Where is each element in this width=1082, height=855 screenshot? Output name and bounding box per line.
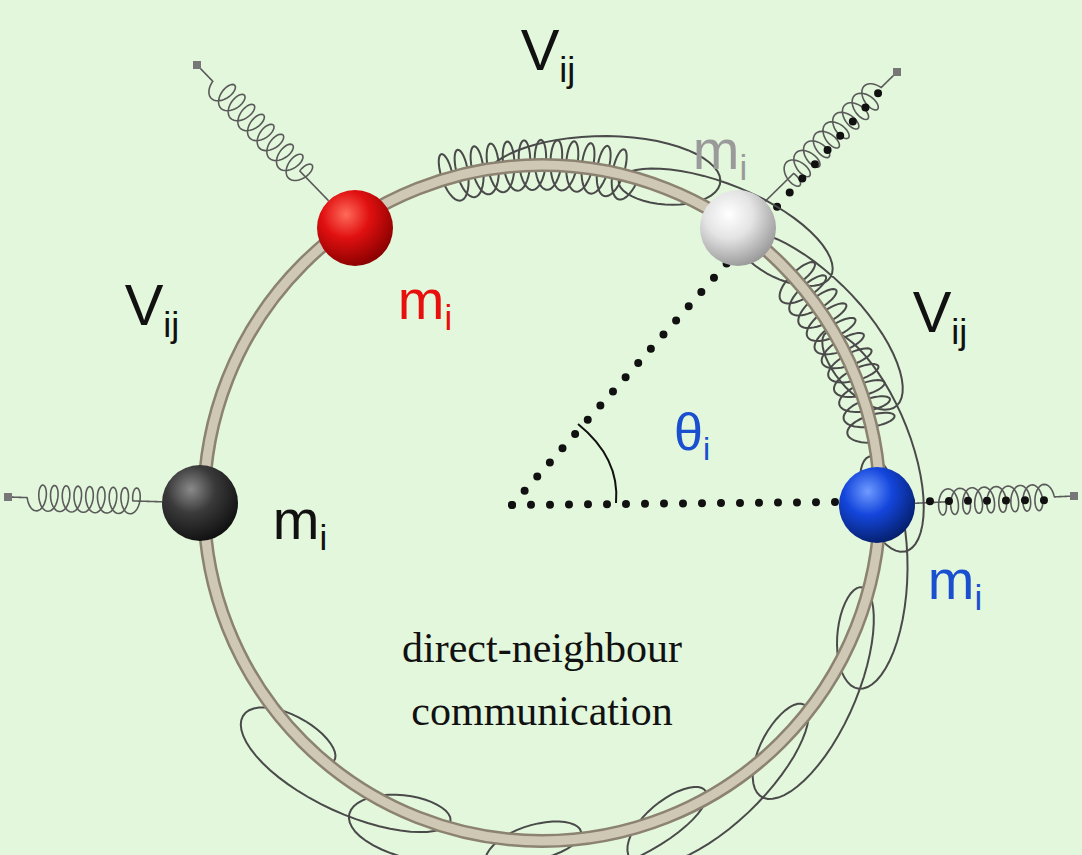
anchor-spring	[197, 65, 329, 201]
mass-ball: mi	[317, 190, 393, 266]
mass-ball: mi	[700, 190, 776, 266]
anchor-spring	[915, 484, 1074, 515]
ball-sphere	[700, 190, 776, 266]
mass-label: mi	[928, 552, 982, 608]
angle-arc	[578, 424, 616, 503]
angle-label: θi	[674, 406, 710, 458]
mass-ball: mi	[162, 465, 238, 541]
mass-label: mi	[693, 122, 747, 178]
coupling-label: Vij	[125, 276, 180, 334]
anchor-spring	[8, 485, 162, 514]
angle-reference-line	[512, 500, 1062, 505]
mass-label: mi	[398, 272, 452, 328]
ring-edge	[204, 165, 880, 841]
angle-radius-line	[512, 82, 888, 505]
ball-shape	[317, 190, 393, 266]
ball-shape	[839, 467, 915, 543]
mass-ball: mi	[839, 467, 915, 543]
radial-springs	[4, 61, 1078, 515]
coupling-label: Vij	[521, 21, 576, 79]
ball-shape	[700, 190, 776, 266]
region-label: direct-neighbour communication	[312, 617, 772, 743]
spring-anchor	[1070, 492, 1078, 500]
mass-label: mi	[273, 492, 327, 548]
coupling-spring	[204, 136, 924, 855]
ball-sphere	[317, 190, 393, 266]
ring-track-fill	[204, 165, 880, 841]
spring-anchor	[193, 61, 201, 69]
ball-sphere	[839, 467, 915, 543]
coupling-label: Vij	[913, 283, 968, 341]
ball-sphere	[162, 465, 238, 541]
spring-anchor	[893, 68, 901, 76]
coupling-spring	[384, 140, 706, 208]
spring-anchor	[4, 493, 12, 501]
ball-shape	[162, 465, 238, 541]
